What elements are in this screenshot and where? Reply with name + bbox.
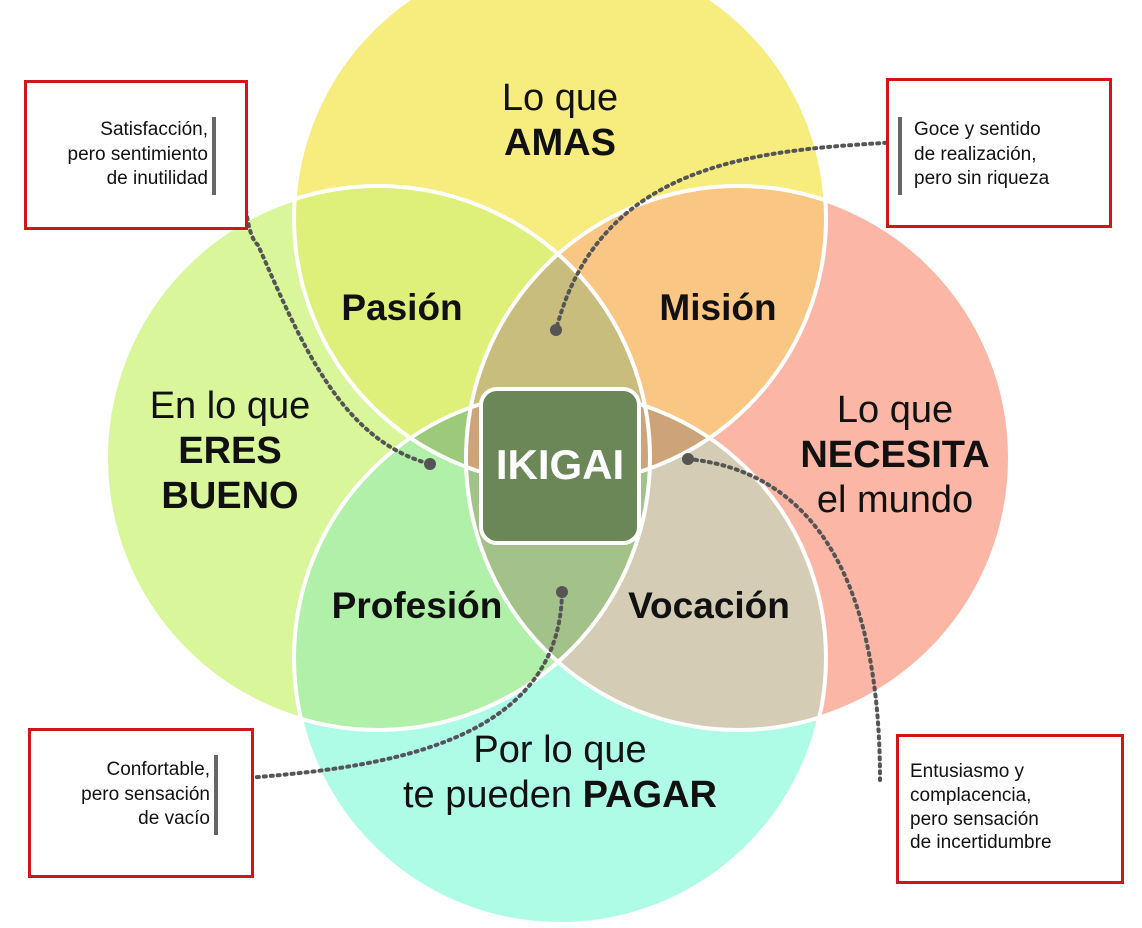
label-world-line2: NECESITA bbox=[800, 433, 990, 476]
label-mission: Misión bbox=[659, 287, 777, 328]
note-top-left-bar bbox=[212, 117, 216, 195]
label-good-line1: En lo que bbox=[149, 385, 311, 427]
label-paid-line2-light: te pueden bbox=[402, 773, 583, 816]
connector-dot-top-right bbox=[550, 324, 562, 336]
connector-top-right bbox=[554, 140, 902, 332]
note-top-right-bar bbox=[898, 117, 902, 195]
label-love: Lo que AMAS bbox=[440, 76, 680, 166]
region-left-right-bottom bbox=[466, 392, 650, 730]
label-world-line3: el mundo bbox=[816, 478, 974, 521]
label-profession: Profesión bbox=[331, 585, 503, 626]
label-good-line3: BUENO bbox=[161, 474, 299, 517]
label-good: En lo que ERES BUENO bbox=[110, 384, 350, 518]
label-good-line2: ERES bbox=[178, 429, 282, 472]
note-top-right-text: Goce y sentido de realización, pero sin … bbox=[914, 119, 1050, 190]
label-paid-line2-bold: PAGAR bbox=[582, 773, 718, 816]
region-top-left-right bbox=[466, 186, 650, 484]
label-world: Lo que NECESITA el mundo bbox=[770, 388, 1020, 522]
connector-dot-bottom-left bbox=[556, 586, 568, 598]
connector-dot-bottom-right bbox=[682, 453, 694, 465]
note-top-left bbox=[24, 80, 248, 230]
label-paid-line1: Por lo que bbox=[473, 729, 647, 771]
note-bottom-right-text: Entusiasmo y complacencia, pero sensació… bbox=[910, 761, 1052, 854]
connector-bottom-right bbox=[686, 457, 882, 782]
note-top-right bbox=[886, 78, 1112, 228]
connector-bottom-left bbox=[220, 590, 564, 782]
outline-good bbox=[104, 184, 652, 732]
label-world-line1: Lo que bbox=[836, 389, 954, 431]
note-bottom-left-text: Confortable, pero sensación de vacío bbox=[81, 759, 210, 830]
connector-top-left bbox=[218, 138, 432, 466]
label-paid-line2: te pueden PAGAR bbox=[350, 773, 770, 818]
ikigai-center-box bbox=[479, 387, 641, 545]
label-ikigai: IKIGAI bbox=[495, 441, 625, 488]
label-paid: Por lo que te pueden PAGAR bbox=[350, 728, 770, 818]
label-love-line2: AMAS bbox=[504, 121, 616, 164]
note-bottom-right bbox=[896, 734, 1124, 884]
outline-world bbox=[464, 184, 1012, 732]
connector-dot-top-left bbox=[424, 458, 436, 470]
note-top-left-text: Satisfacción, pero sentimiento de inutil… bbox=[67, 119, 208, 190]
note-bottom-left-bar bbox=[214, 755, 218, 835]
label-vocation: Vocación bbox=[628, 585, 790, 626]
label-passion: Pasión bbox=[341, 287, 463, 328]
label-love-line1: Lo que bbox=[501, 77, 619, 119]
